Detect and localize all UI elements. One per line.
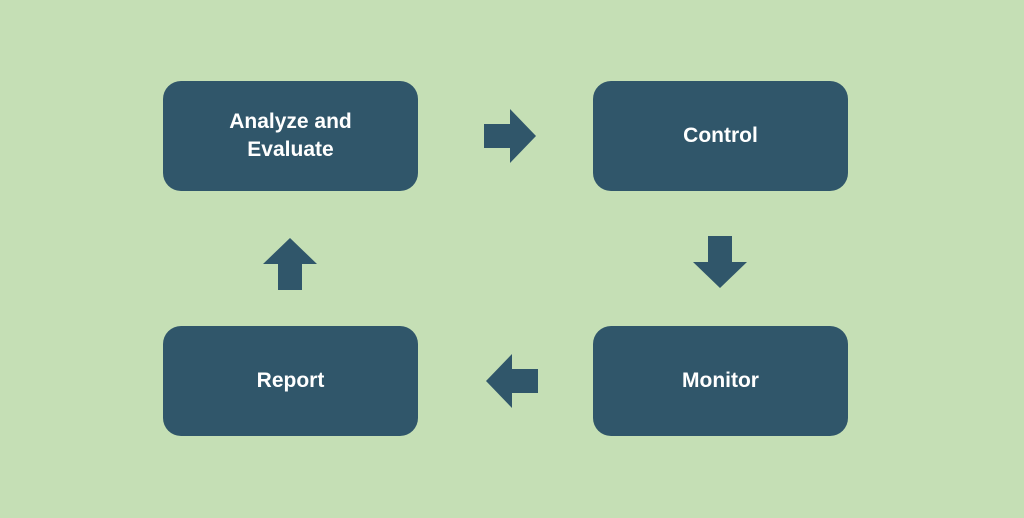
arrow-down-icon [693,236,747,290]
node-control: Control [593,81,848,191]
node-analyze-and-evaluate: Analyze and Evaluate [163,81,418,191]
arrow-up-icon [263,236,317,290]
node-label-analyze-and-evaluate: Analyze and Evaluate [229,110,352,161]
node-label-monitor: Monitor [682,369,759,392]
arrow-left-icon [484,354,538,408]
node-label-control: Control [683,124,758,147]
arrow-right-icon [484,109,538,163]
node-report: Report [163,326,418,436]
node-monitor: Monitor [593,326,848,436]
node-label-report: Report [256,369,325,392]
